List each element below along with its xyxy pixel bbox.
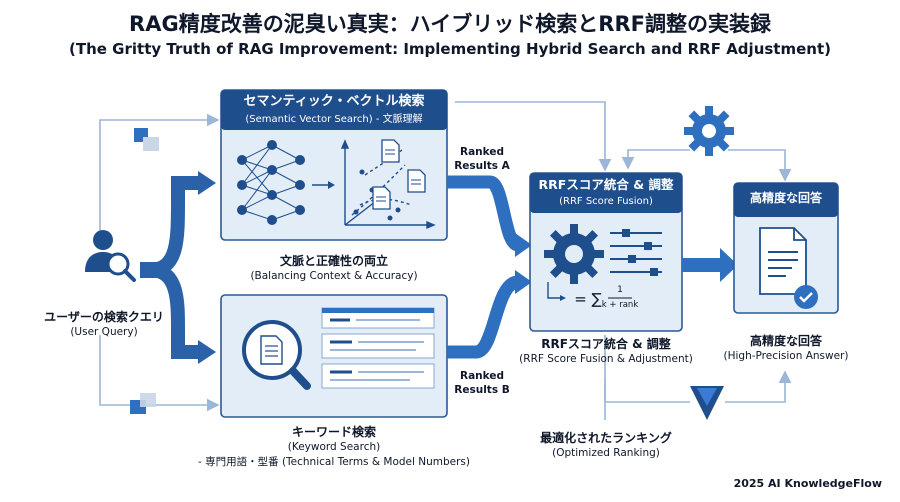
answer-document-icon: [759, 227, 807, 295]
search-document-icon: [242, 320, 311, 390]
rrf-caption-label: RRFスコア統合 & 調整: [541, 337, 671, 351]
connector-lines: [99, 101, 792, 420]
page-subtitle: (The Gritty Truth of RAG Improvement: Im…: [69, 40, 831, 58]
formula-arrow-icon: [547, 282, 566, 301]
keyword-search-sublabel: (Keyword Search): [287, 441, 381, 453]
neural-network-icon: [237, 140, 305, 225]
page-title: RAG精度改善の泥臭い真実：ハイブリッド検索とRRF調整の実装録: [129, 12, 771, 36]
keyword-search-detail: - 専門用語・型番 (Technical Terms & Model Numbe…: [197, 456, 470, 468]
optimized-ranking-label: 最適化されたランキング: [540, 431, 672, 445]
balance-label: 文脈と正確性の両立: [279, 254, 388, 268]
ranked-b-line1: Ranked: [460, 370, 504, 382]
document-icons: [372, 139, 426, 210]
small-squares-icon: [130, 128, 159, 414]
result-list-icon: [321, 307, 435, 389]
answer-caption-sublabel: (High-Precision Answer): [723, 350, 849, 362]
rrf-formula-numerator: 1: [617, 285, 623, 295]
user-query-label: ユーザーの検索クエリ: [44, 310, 164, 324]
rrf-panel: [529, 172, 683, 332]
semantic-panel-title: セマンティック・ベクトル検索: [243, 94, 425, 109]
arrow-right-icon: [312, 181, 335, 189]
check-icon: [794, 285, 818, 309]
answer-panel-title: 高精度な回答: [749, 191, 822, 205]
to-answer-arrow: [682, 248, 738, 282]
rrf-panel-subtitle: (RRF Score Fusion): [559, 196, 653, 207]
rrf-caption-sublabel: (RRF Score Fusion & Adjustment): [519, 353, 693, 365]
ranked-a-line2: Results A: [454, 160, 510, 172]
gear-icon: [544, 224, 604, 284]
ranked-a-line1: Ranked: [460, 146, 504, 158]
top-gear-icon: [684, 106, 734, 156]
merge-arrows: [447, 175, 532, 359]
answer-caption-label: 高精度な回答: [749, 334, 822, 348]
rrf-formula-sum: = ∑: [574, 290, 602, 308]
rrf-panel-title: RRFスコア統合 & 調整: [538, 177, 674, 192]
ranked-b-line2: Results B: [454, 384, 510, 396]
footer-credit: 2025 AI KnowledgeFlow: [733, 477, 882, 490]
balance-sublabel: (Balancing Context & Accuracy): [250, 270, 418, 282]
optimized-ranking-sublabel: (Optimized Ranking): [552, 447, 660, 459]
user-query-sublabel: (User Query): [70, 326, 138, 338]
branch-arrows: [140, 171, 216, 364]
slider-icon: [610, 229, 662, 276]
semantic-panel-subtitle: (Semantic Vector Search) - 文脈理解: [245, 114, 423, 125]
magnifier-icon: [106, 252, 136, 282]
rrf-formula-denominator: k + rank: [601, 300, 639, 310]
keyword-search-label: キーワード検索: [291, 425, 376, 439]
filter-icon: [690, 386, 724, 420]
